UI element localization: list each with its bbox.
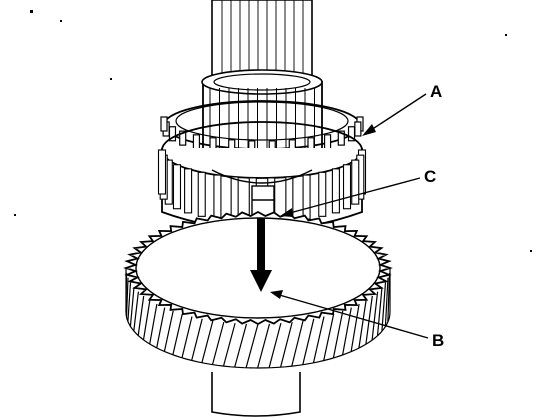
alignment-arrow: [250, 218, 272, 292]
scan-specks: [14, 10, 532, 252]
sleeve-gear: [157, 121, 367, 231]
label-a: A: [430, 82, 442, 101]
bottom-shaft: [211, 372, 301, 417]
label-c: C: [424, 167, 436, 186]
label-b: B: [432, 331, 444, 350]
leader-lines: [270, 93, 429, 339]
synchro-ring-a: [160, 100, 364, 156]
